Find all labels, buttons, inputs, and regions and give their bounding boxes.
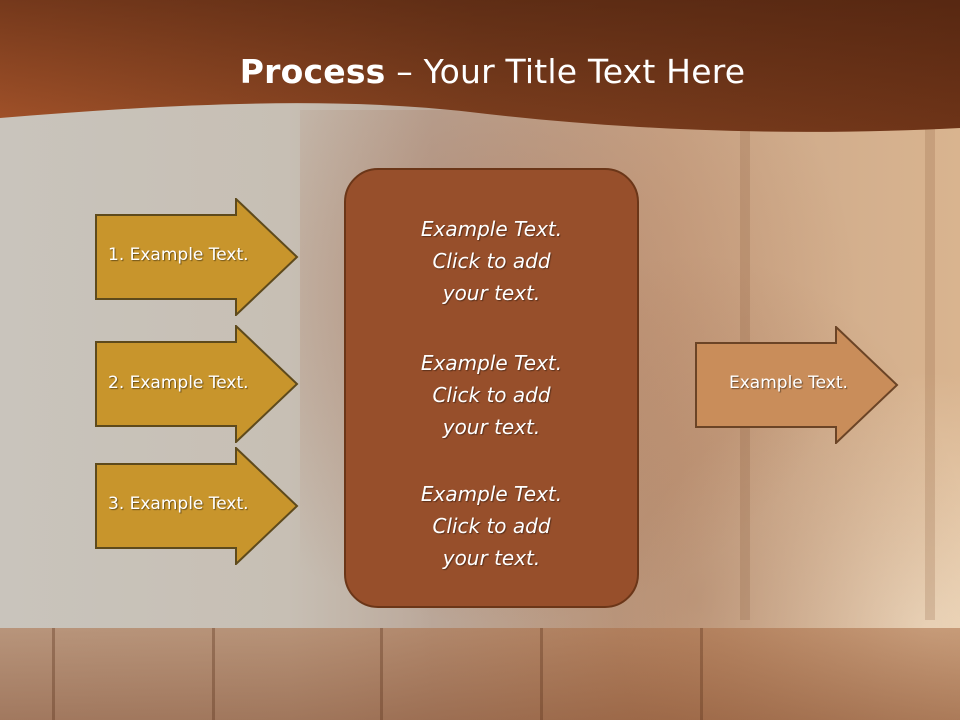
fence-plank-edge — [380, 628, 383, 720]
step-label-1: 1. Example Text. — [108, 245, 249, 265]
wood-plank — [925, 120, 935, 620]
center-text-line: Example Text. — [420, 217, 563, 241]
center-process-box[interactable] — [344, 168, 639, 608]
center-text-line: Click to add — [432, 514, 551, 538]
step-label-2: 2. Example Text. — [108, 373, 249, 393]
center-text-line: Example Text. — [420, 351, 563, 375]
center-text-line: your text. — [442, 546, 541, 570]
step-arrow-2[interactable] — [94, 325, 300, 443]
center-text-block-2: Example Text. Click to add your text. — [344, 347, 639, 443]
fence-plank-edge — [52, 628, 55, 720]
center-text-block-3: Example Text. Click to add your text. — [344, 478, 639, 574]
page-title: Process – Your Title Text Here — [0, 52, 960, 91]
title-bold: Process — [239, 52, 386, 91]
step-label-3: 3. Example Text. — [108, 494, 249, 514]
result-arrow[interactable] — [694, 326, 900, 444]
fence-background — [0, 628, 960, 720]
result-label: Example Text. — [729, 373, 848, 393]
fence-plank-edge — [540, 628, 543, 720]
center-text-line: Click to add — [432, 249, 551, 273]
step-arrow-3[interactable] — [94, 447, 300, 565]
center-text-line: Click to add — [432, 383, 551, 407]
center-text-block-1: Example Text. Click to add your text. — [344, 213, 639, 309]
title-rest: – Your Title Text Here — [385, 52, 746, 91]
center-text-line: Example Text. — [420, 482, 563, 506]
center-text-line: your text. — [442, 281, 541, 305]
step-arrow-1[interactable] — [94, 198, 300, 316]
fence-plank-edge — [700, 628, 703, 720]
fence-plank-edge — [212, 628, 215, 720]
title-banner — [0, 0, 960, 132]
center-text-line: your text. — [442, 415, 541, 439]
